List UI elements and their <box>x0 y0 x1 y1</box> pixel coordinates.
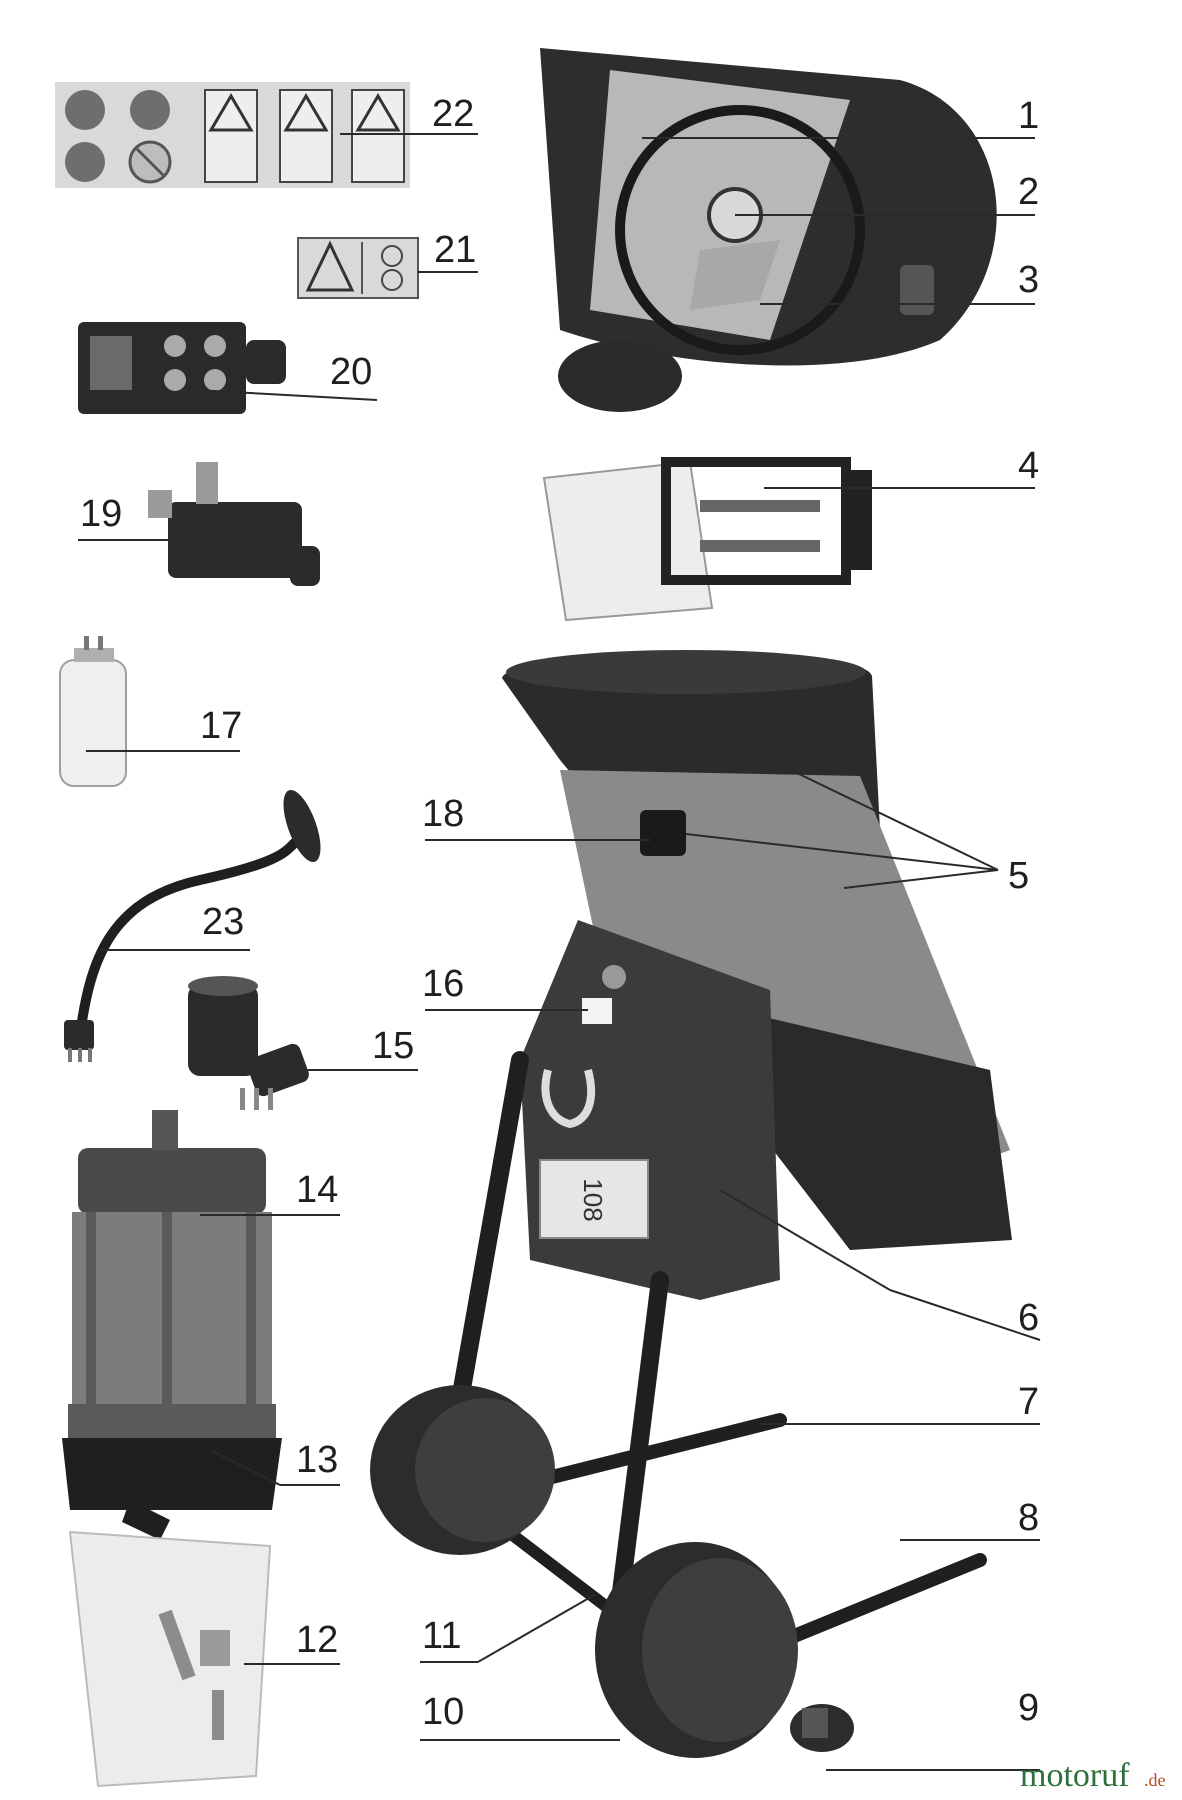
blade-pack <box>542 457 872 622</box>
label-6: 6 <box>1018 1297 1039 1339</box>
cooling-fan <box>62 1438 282 1540</box>
label-23: 23 <box>202 901 244 943</box>
label-1: 1 <box>1018 95 1039 137</box>
label-7: 7 <box>1018 1381 1039 1423</box>
motor <box>68 1110 276 1440</box>
part-numbers: 1 2 3 4 5 6 7 8 9 10 11 12 13 14 15 16 1… <box>80 93 1039 1733</box>
label-4: 4 <box>1018 445 1039 487</box>
warning-sticker <box>297 237 419 299</box>
safety-sticker-sheet <box>55 82 410 188</box>
watermark-suffix: .de <box>1144 1770 1166 1790</box>
label-12: 12 <box>296 1619 338 1661</box>
leader-lines <box>78 133 1041 1771</box>
label-8: 8 <box>1018 1497 1039 1539</box>
shredder-body: 108 <box>502 650 1012 1300</box>
label-3: 3 <box>1018 259 1039 301</box>
label-2: 2 <box>1018 171 1039 213</box>
label-21: 21 <box>434 229 476 271</box>
watermark: motoruf .de <box>1020 1757 1166 1794</box>
label-20: 20 <box>330 351 372 393</box>
label-15: 15 <box>372 1025 414 1067</box>
screw-bag <box>68 1530 272 1788</box>
thermal-switch <box>148 462 320 586</box>
label-5: 5 <box>1008 855 1029 897</box>
label-17: 17 <box>200 705 242 747</box>
rating-plate-text: 108 <box>578 1178 608 1221</box>
cutter-housing <box>540 48 997 412</box>
watermark-brand: motoruf <box>1020 1757 1130 1794</box>
label-14: 14 <box>296 1169 338 1211</box>
label-22: 22 <box>432 93 474 135</box>
label-13: 13 <box>296 1439 338 1481</box>
label-18: 18 <box>422 793 464 835</box>
capacitor <box>59 636 127 787</box>
label-11: 11 <box>422 1615 461 1657</box>
label-16: 16 <box>422 963 464 1005</box>
switch-box <box>78 322 286 414</box>
label-19: 19 <box>80 493 122 535</box>
plug-connector <box>188 976 309 1110</box>
power-cable <box>64 789 321 1062</box>
label-9: 9 <box>1018 1687 1039 1729</box>
label-10: 10 <box>422 1691 464 1733</box>
frame-and-wheels <box>370 1051 987 1758</box>
